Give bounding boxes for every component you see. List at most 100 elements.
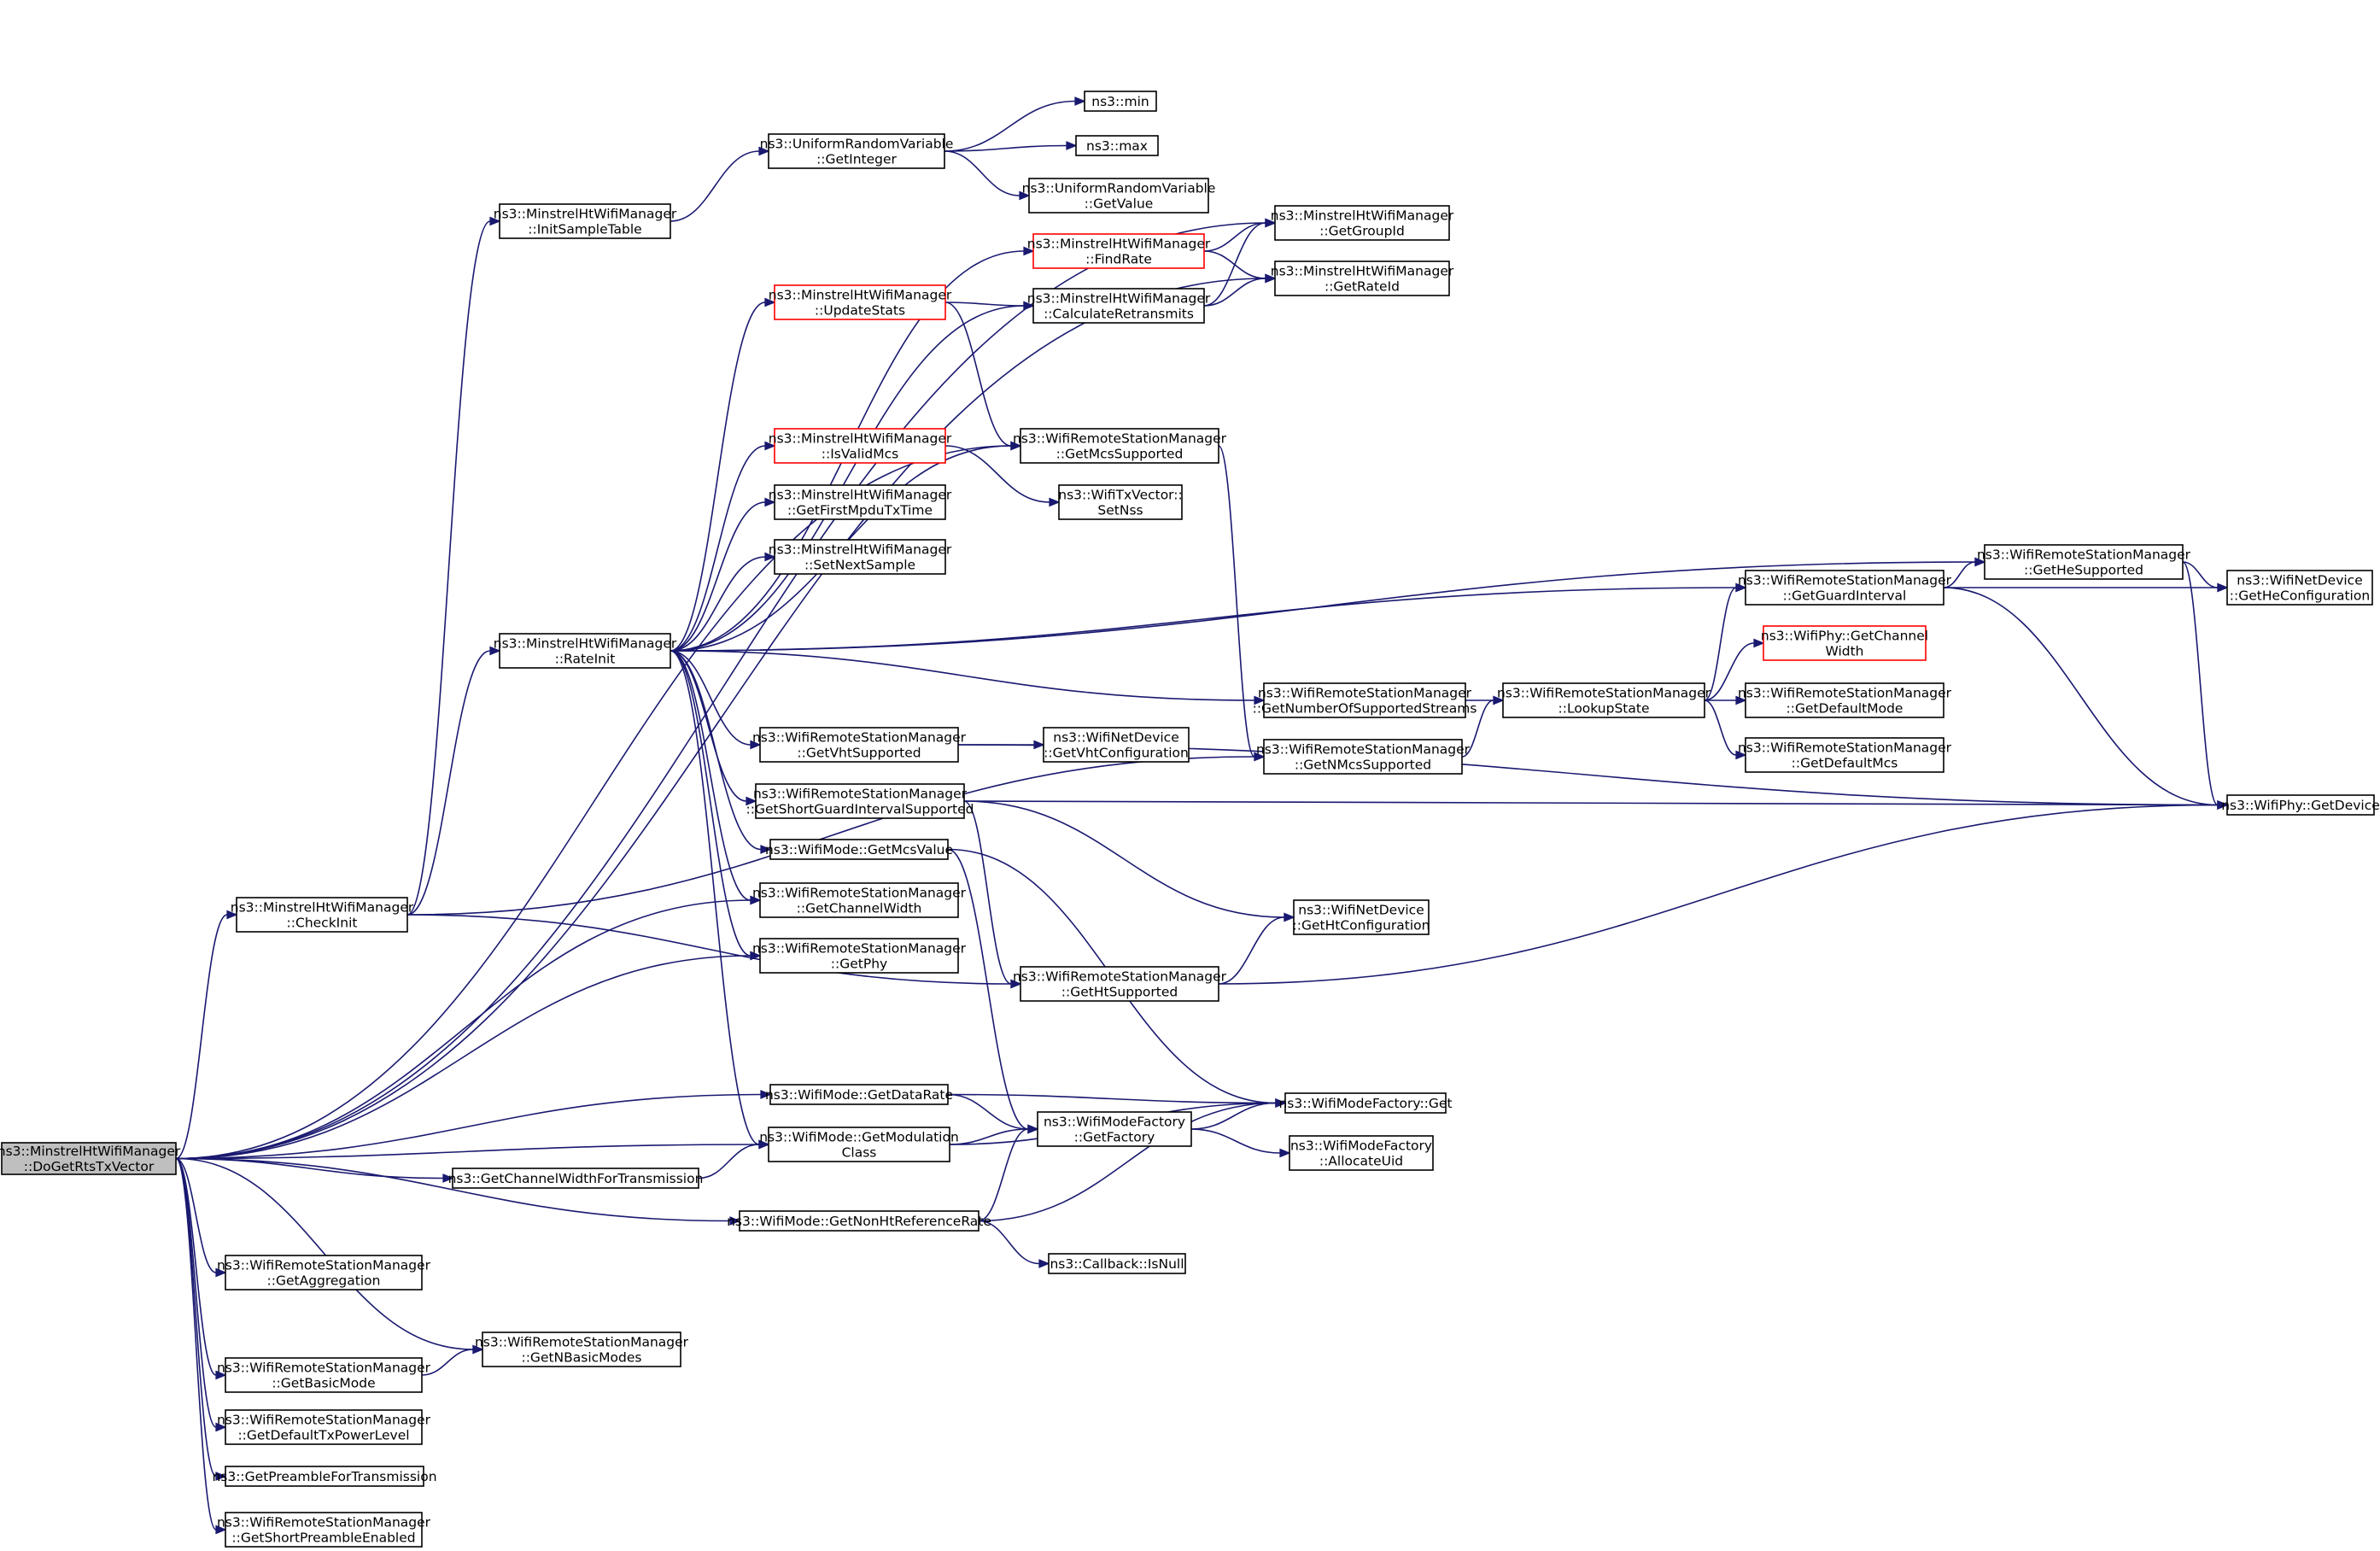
arrowhead [1735,750,1747,760]
edge-getNonHtRate-to-wifiModeGetFactory [978,1128,1029,1222]
node-getShortPreamble[interactable]: ns3::WifiRemoteStationManager::GetShortP… [217,1512,431,1548]
arrowhead [1074,97,1086,106]
node-label: ::GetAggregation [267,1273,381,1289]
arrowhead [760,845,772,854]
edge-uniformGetInteger-to-nsMin [944,100,1076,152]
node-getDefaultMcs[interactable]: ns3::WifiRemoteStationManager::GetDefaul… [1738,737,1952,773]
edge-calcRetransmits-to-getRateId [1203,278,1266,307]
node-getPreamble[interactable]: ns3::GetPreambleForTransmission [212,1466,437,1487]
node-label: ns3::WifiModeFactory [1044,1115,1185,1130]
node-getHeConfig[interactable]: ns3::WifiNetDevice::GetHeConfiguration [2226,570,2373,606]
edge-rateInit-to-getShortGI [670,650,747,802]
node-getNBasicModes[interactable]: ns3::WifiRemoteStationManager::GetNBasic… [475,1332,689,1367]
node-getShortGI[interactable]: ns3::WifiRemoteStationManager::GetShortG… [746,783,974,819]
node-setNss[interactable]: ns3::WifiTxVector::SetNss [1058,484,1183,520]
arrowhead [746,796,757,806]
node-lookupState[interactable]: ns3::WifiRemoteStationManager::LookupSta… [1497,682,1711,718]
node-label: ns3::MinstrelHtWifiManager [494,207,677,222]
arrowhead [1254,752,1266,762]
node-getDefaultMode[interactable]: ns3::WifiRemoteStationManager::GetDefaul… [1738,682,1952,718]
node-getNMcsSupported[interactable]: ns3::WifiRemoteStationManager::GetNMcsSu… [1256,739,1471,775]
node-box [1263,682,1466,718]
node-nsMin[interactable]: ns3::min [1084,91,1157,112]
node-box [1984,544,2184,580]
node-label: Class [842,1145,877,1161]
node-wifiModeGetFactory[interactable]: ns3::WifiModeFactory::GetFactory [1037,1111,1192,1147]
node-uniformGetInteger[interactable]: ns3::UniformRandomVariable::GetInteger [760,133,954,169]
node-getFirstMpdu[interactable]: ns3::MinstrelHtWifiManager::GetFirstMpdu… [769,484,952,520]
node-getMcsSupported[interactable]: ns3::WifiRemoteStationManager::GetMcsSup… [1013,428,1227,464]
node-findRate[interactable]: ns3::MinstrelHtWifiManager::FindRate [1027,233,1211,269]
edge-rateInit-to-getNumStreams [670,650,1255,701]
node-box [769,839,949,860]
function-nodes: ns3::MinstrelHtWifiManager::DoGetRtsTxVe… [0,91,2380,1548]
arrowhead [764,552,776,562]
node-label: ns3::WifiModeFactory::Get [1278,1096,1452,1111]
node-getChanWidthTx[interactable]: ns3::GetChannelWidthForTransmission [448,1168,704,1189]
node-label: ::AllocateUid [1319,1154,1403,1169]
node-getHeSupported[interactable]: ns3::WifiRemoteStationManager::GetHeSupp… [1977,544,2191,580]
node-allocateUid[interactable]: ns3::WifiModeFactory::AllocateUid [1289,1135,1434,1171]
node-label: ns3::WifiRemoteStationManager [753,787,968,802]
node-uniformGetValue[interactable]: ns3::UniformRandomVariable::GetValue [1022,178,1216,214]
node-checkInit[interactable]: ns3::MinstrelHtWifiManager::CheckInit [231,897,414,933]
node-getDataRate[interactable]: ns3::WifiMode::GetDataRate [765,1084,953,1105]
node-getMcsValue[interactable]: ns3::WifiMode::GetMcsValue [765,839,953,860]
node-initSample[interactable]: ns3::MinstrelHtWifiManager::InitSampleTa… [494,203,677,239]
node-getGroupId[interactable]: ns3::MinstrelHtWifiManager::GetGroupId [1271,205,1454,241]
node-label: ::RateInit [555,652,616,667]
node-label: ::FindRate [1085,252,1152,267]
node-getRateId[interactable]: ns3::MinstrelHtWifiManager::GetRateId [1271,260,1454,296]
node-getPhy[interactable]: ns3::WifiRemoteStationManager::GetPhy [752,938,967,974]
arrowhead [758,146,770,156]
node-isValidMcs[interactable]: ns3::MinstrelHtWifiManager::IsValidMcs [769,428,952,464]
node-label: ::GetGroupId [1319,224,1405,239]
node-setNextSample[interactable]: ns3::MinstrelHtWifiManager::SetNextSampl… [769,539,952,575]
node-box [774,484,946,520]
node-nsMax[interactable]: ns3::max [1075,135,1159,156]
node-getHtSupported[interactable]: ns3::WifiRemoteStationManager::GetHtSupp… [1013,966,1227,1002]
node-getVhtSupported[interactable]: ns3::WifiRemoteStationManager::GetVhtSup… [752,727,967,763]
arrowhead [442,1173,454,1183]
node-box [768,1127,950,1162]
node-getBasicMode[interactable]: ns3::WifiRemoteStationManager::GetBasicM… [217,1357,431,1393]
node-label: ::GetMcsSupported [1056,447,1184,462]
node-calcRetransmits[interactable]: ns3::MinstrelHtWifiManager::CalculateRet… [1027,288,1211,324]
node-box [225,1255,423,1291]
edge-uniformGetInteger-to-nsMax [944,144,1067,152]
node-updateStats[interactable]: ns3::MinstrelHtWifiManager::UpdateStats [769,284,952,320]
node-getAggregation[interactable]: ns3::WifiRemoteStationManager::GetAggreg… [217,1255,431,1291]
node-label: ns3::MinstrelHtWifiManager [0,1144,181,1159]
node-isNull[interactable]: ns3::Callback::IsNull [1048,1253,1186,1274]
node-getNumStreams[interactable]: ns3::WifiRemoteStationManager::GetNumber… [1253,682,1477,718]
edge-rateInit-to-getGuardInterval [670,587,1737,652]
node-box [1763,625,1927,661]
edge-findRate-to-getGroupId [1203,222,1266,252]
node-label: ::GetHtSupported [1061,985,1178,1000]
node-label: ns3::WifiRemoteStationManager [217,1361,431,1376]
node-label: ns3::WifiRemoteStationManager [1977,547,2191,563]
node-getChannelWidthPhy[interactable]: ns3::WifiPhy::GetChannelWidth [1761,625,1928,661]
edge-getGuardInterval-to-getHeSupported [1943,561,1976,588]
node-label: ns3::MinstrelHtWifiManager [1271,208,1454,224]
edge-rateInit-to-calcRetransmits [670,305,1025,652]
node-getHtConfig[interactable]: ns3::WifiNetDevice::GetHtConfiguration [1293,899,1430,935]
node-phyGetDevice[interactable]: ns3::WifiPhy::GetDevice [2221,794,2380,816]
node-getChannelWidth[interactable]: ns3::WifiRemoteStationManager::GetChanne… [752,882,967,918]
node-getNonHtRate[interactable]: ns3::WifiMode::GetNonHtReferenceRate [727,1210,991,1232]
node-root[interactable]: ns3::MinstrelHtWifiManager::DoGetRtsTxVe… [0,1142,181,1175]
edge-calcRetransmits-to-getGroupId [1203,222,1266,307]
node-getGuardInterval[interactable]: ns3::WifiRemoteStationManager::GetGuardI… [1738,570,1952,606]
node-label: ns3::WifiRemoteStationManager [1013,431,1227,447]
node-label: ns3::MinstrelHtWifiManager [231,900,414,916]
node-box [739,1210,979,1232]
node-box [1745,737,1944,773]
edge-getModClass-to-wifiModeGetFactory [949,1128,1029,1145]
node-wifiModeFactoryGet[interactable]: ns3::WifiModeFactory::Get [1278,1092,1453,1114]
node-label: ::GetHeSupported [2024,563,2143,578]
node-getDefaultTxPower[interactable]: ns3::WifiRemoteStationManager::GetDefaul… [217,1409,431,1445]
node-getVhtConfig[interactable]: ns3::WifiNetDevice::GetVhtConfiguration [1043,727,1190,763]
node-rateInit[interactable]: ns3::MinstrelHtWifiManager::RateInit [494,633,677,669]
node-label: ::InitSampleTable [528,222,641,237]
